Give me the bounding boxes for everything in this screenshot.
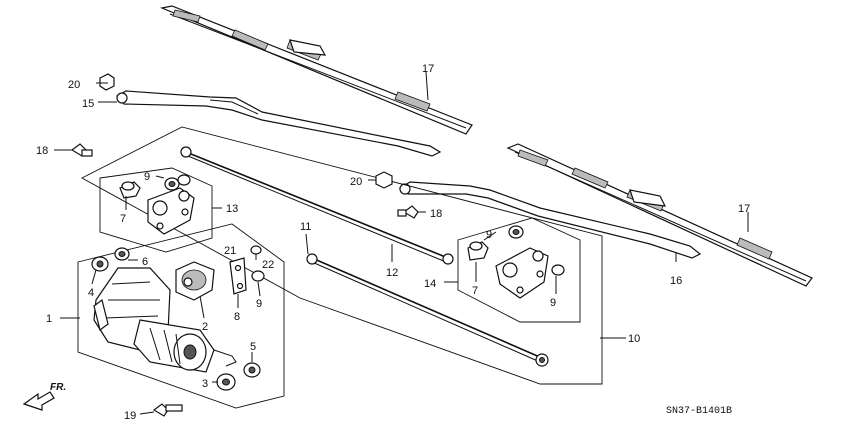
bracket-8 — [229, 257, 247, 295]
callout-9-motor: 9 — [256, 298, 262, 310]
left-wiper-arm — [116, 90, 442, 157]
callout-1: 1 — [46, 313, 52, 325]
callout-8: 8 — [234, 311, 240, 323]
link-rod-12 — [180, 146, 454, 265]
left-pivot-assembly — [119, 177, 195, 235]
bolt-19 — [152, 403, 183, 417]
nut-4 — [91, 256, 109, 272]
nut-3 — [216, 373, 236, 391]
callout-18-right: 18 — [430, 208, 442, 220]
front-arrow-icon: FR. — [22, 382, 66, 411]
bushing-9-left — [177, 174, 191, 186]
bolt-18-right — [397, 205, 419, 219]
callout-9-right-upper: 9 — [486, 229, 492, 241]
callout-16: 16 — [670, 275, 682, 287]
callout-5: 5 — [250, 341, 256, 353]
callout-9-left-pivot: 9 — [144, 171, 150, 183]
right-wiper-arm — [398, 181, 702, 259]
washer-21 — [250, 245, 262, 255]
front-indicator-label: FR. — [50, 382, 66, 393]
callout-2: 2 — [202, 321, 208, 333]
callout-15: 15 — [82, 98, 94, 110]
bolt-18-left — [70, 143, 93, 157]
callout-6: 6 — [142, 256, 148, 268]
callout-4: 4 — [88, 287, 94, 299]
callout-11: 11 — [300, 221, 311, 233]
callout-7-right: 7 — [472, 285, 478, 297]
diagram-code: SN37-B1401B — [666, 406, 732, 417]
right-wiper-blade — [506, 143, 813, 287]
leader-lines — [54, 71, 749, 415]
bushing-9-left-lower — [251, 270, 265, 282]
motor-box — [77, 223, 285, 409]
callout-14: 14 — [424, 278, 436, 290]
callouts: 20 15 17 18 9 7 13 20 18 17 11 12 9 14 7… — [36, 63, 750, 422]
callout-20-left: 20 — [68, 79, 80, 91]
linkage-assembly-box — [81, 126, 603, 385]
callout-19: 19 — [124, 410, 136, 422]
link-rod-10 — [306, 253, 549, 367]
right-pivot-box — [457, 217, 581, 323]
callout-12: 12 — [386, 267, 398, 279]
callout-9-right-lower: 9 — [550, 297, 556, 309]
callout-18-left: 18 — [36, 145, 48, 157]
callout-20-right: 20 — [350, 176, 362, 188]
nut-20-left — [99, 73, 115, 91]
left-wiper-blade — [159, 5, 473, 135]
callout-3: 3 — [202, 378, 208, 390]
right-pivot-assembly — [467, 225, 565, 299]
nut-20-right — [375, 171, 393, 189]
callout-13: 13 — [226, 203, 238, 215]
callout-10: 10 — [628, 333, 640, 345]
callout-22: 22 — [262, 259, 274, 271]
left-pivot-box — [99, 167, 213, 253]
nut-5 — [243, 362, 261, 378]
bushing-6-inner — [118, 251, 126, 257]
callout-21: 21 — [224, 245, 236, 257]
callout-17-left: 17 — [422, 63, 434, 75]
motor-crank-gasket — [175, 261, 215, 301]
wiper-motor — [93, 267, 237, 373]
callout-7-left: 7 — [120, 213, 126, 225]
callout-17-right: 17 — [738, 203, 750, 215]
